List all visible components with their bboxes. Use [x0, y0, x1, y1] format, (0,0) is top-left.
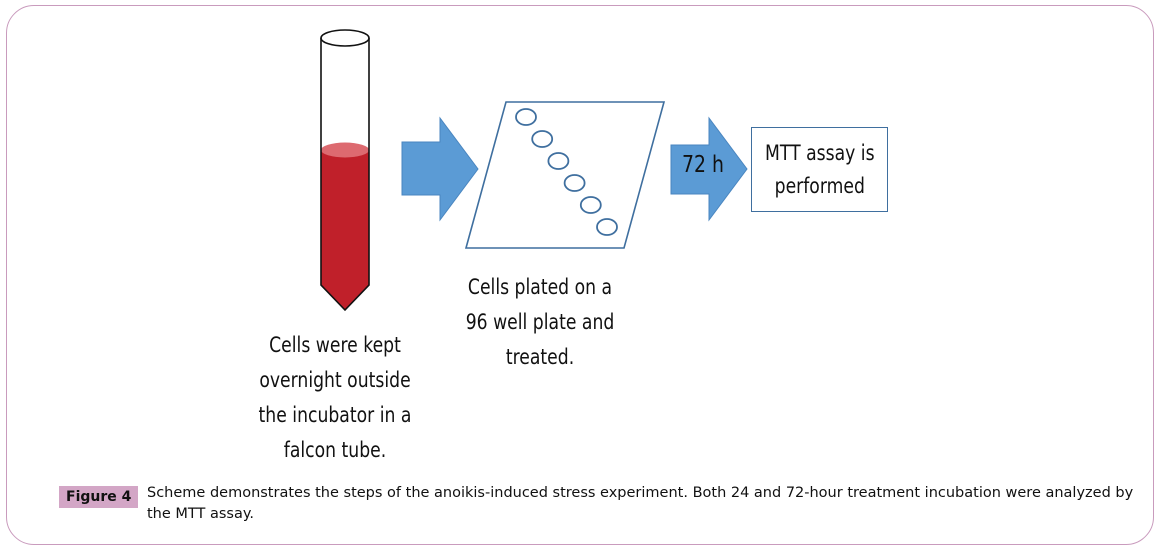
figure-label-badge: Figure 4	[59, 486, 139, 508]
tube-label-line: overnight outside	[259, 368, 411, 392]
mtt-assay-box: MTT assay is performed	[751, 127, 888, 212]
tube-label-line: falcon tube.	[283, 438, 387, 462]
figure-frame	[6, 5, 1154, 545]
arrow-duration-label: 72 h	[682, 152, 724, 178]
plate-label-line: Cells plated on a	[467, 275, 613, 299]
96-well-plate-icon	[464, 101, 666, 249]
arrow-right-icon	[401, 116, 479, 222]
tube-liquid	[321, 150, 369, 310]
plate-label-line: 96 well plate and	[465, 310, 615, 334]
well	[531, 130, 554, 148]
well	[596, 218, 618, 236]
tube-step-label: Cells were kept overnight outside the in…	[241, 328, 430, 468]
mtt-line: MTT assay is	[764, 140, 875, 165]
mtt-line: performed	[774, 173, 865, 198]
well	[547, 152, 570, 170]
mtt-assay-text: MTT assay is performed	[765, 137, 875, 203]
tube-label-line: Cells were kept	[269, 333, 401, 357]
well	[579, 196, 602, 214]
tube-opening	[320, 29, 370, 47]
well	[515, 108, 537, 126]
plate-outline	[464, 101, 666, 249]
tube-outline	[320, 38, 370, 312]
well	[563, 174, 586, 192]
plate-step-label: Cells plated on a 96 well plate and trea…	[458, 270, 622, 375]
arrow-right-icon	[670, 116, 748, 222]
plate-label-line: treated.	[505, 345, 575, 369]
wells	[515, 108, 618, 236]
liquid-surface	[321, 142, 369, 158]
falcon-tube-icon	[320, 29, 370, 312]
tube-label-line: the incubator in a	[258, 403, 412, 427]
caption-text: Scheme demonstrates the steps of the ano…	[147, 485, 1134, 522]
